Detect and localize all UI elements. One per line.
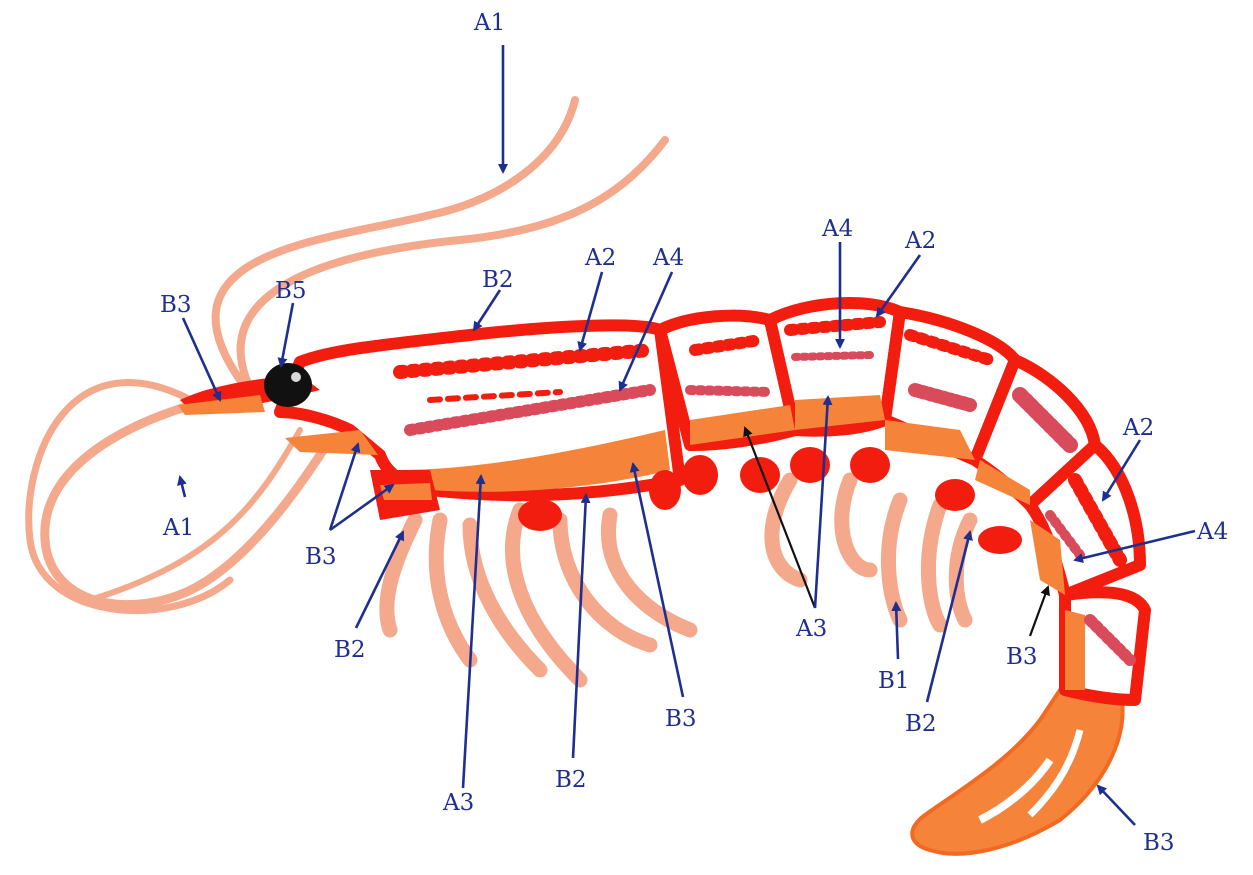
- label-b5-eye: B5: [275, 278, 307, 304]
- label-a2-tail: A2: [1122, 415, 1154, 441]
- shrimp-illustration: [29, 100, 1145, 854]
- label-a1-left: A1: [162, 515, 194, 541]
- eye: [264, 363, 312, 407]
- label-b2-mouth: B2: [334, 637, 366, 663]
- label-b3-head: B3: [160, 292, 192, 318]
- label-b3-tail-segment: B3: [1006, 644, 1038, 670]
- label-a3-mid: A3: [795, 616, 827, 642]
- label-b2-back: B2: [482, 267, 514, 293]
- label-b3-mouth: B3: [305, 544, 337, 570]
- label-a3-belly: A3: [442, 790, 474, 816]
- label-a4-tail: A4: [1196, 519, 1228, 545]
- label-b1-leg: B1: [878, 668, 910, 694]
- label-a2-body: A2: [584, 245, 616, 271]
- label-b3-tail-fan: B3: [1143, 830, 1175, 856]
- tail-fan: [912, 690, 1122, 854]
- label-a1-top: A1: [473, 10, 505, 36]
- label-a2-segment: A2: [904, 228, 936, 254]
- label-a4-segment: A4: [821, 216, 853, 242]
- label-b3-belly: B3: [665, 706, 697, 732]
- label-b2-belly: B2: [555, 767, 587, 793]
- label-a4-body: A4: [652, 245, 684, 271]
- label-b2-leg: B2: [905, 711, 937, 737]
